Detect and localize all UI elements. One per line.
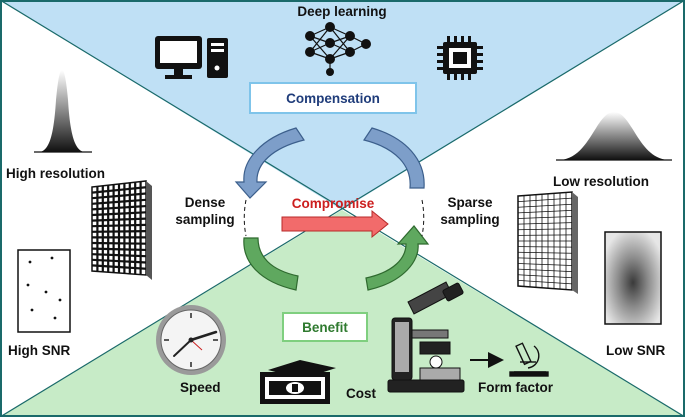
desktop-computer-icon <box>155 36 228 79</box>
dense-grid-line <box>91 247 147 252</box>
benefit-arrow-right <box>365 225 430 291</box>
dense-grid-line <box>91 241 147 245</box>
sparse-grid-line <box>517 234 573 236</box>
sparse-grid-line <box>517 203 573 208</box>
compromise-arrow <box>281 209 389 239</box>
compensation-arrow-right <box>363 127 425 189</box>
sparse-grid-line <box>517 246 573 248</box>
sparse-grid-line <box>517 268 573 273</box>
sparse-grid-line <box>517 197 573 203</box>
sparse-grid-line <box>517 257 573 260</box>
compromise-label: Compromise <box>292 196 375 211</box>
low-snr-label: Low SNR <box>606 343 665 358</box>
dense-grid-line <box>91 253 147 258</box>
sparse-sampling-label-line2: sampling <box>440 212 499 227</box>
microscope-icon <box>387 281 465 393</box>
benefit-box <box>282 312 368 342</box>
dense-grid-line <box>91 264 147 270</box>
compensation-box <box>249 82 417 114</box>
cost-label: Cost <box>346 386 377 401</box>
dense-sampling-label-line2: sampling <box>175 212 234 227</box>
dense-grid-line <box>91 223 147 228</box>
low-resolution-label: Low resolution <box>553 174 649 189</box>
small-microscope-icon <box>509 342 549 377</box>
sparse-grid-line <box>517 222 573 225</box>
dense-grid-line <box>91 204 147 211</box>
sparse-grid-line <box>517 279 573 285</box>
sparse-dot <box>50 256 54 260</box>
dashed-link-right <box>421 199 425 237</box>
noisy-image-icon <box>604 231 662 325</box>
benefit-label: Benefit <box>302 320 348 335</box>
dense-grid-line <box>91 258 147 264</box>
dense-grid-line <box>91 198 147 205</box>
dense-grid-line <box>91 192 147 200</box>
sparse-dot <box>44 290 48 294</box>
compensation-arrow-left <box>234 127 305 199</box>
speed-label: Speed <box>180 380 221 395</box>
sparse-grid-line <box>517 228 573 231</box>
dense-grid-line <box>91 230 147 233</box>
sparse-grid-icon <box>517 191 578 294</box>
dashed-link-left <box>243 199 247 237</box>
sparse-dot <box>53 316 57 320</box>
sparse-grid-line <box>517 274 573 279</box>
dense-grid-icon <box>91 180 152 280</box>
dense-sampling-label-line1: Dense <box>185 195 226 210</box>
sparse-dot <box>28 260 32 264</box>
sparse-sampling-label-line1: Sparse <box>447 195 493 210</box>
high-resolution-label: High resolution <box>6 166 105 181</box>
sparse-dot <box>58 298 62 302</box>
clock-icon <box>156 305 226 375</box>
benefit-arrow-left <box>243 237 299 291</box>
microchip-icon <box>437 36 483 80</box>
money-icon <box>260 360 336 404</box>
sparse-dot <box>26 283 30 287</box>
wide-peak-icon <box>556 112 672 161</box>
form-factor-label: Form factor <box>478 380 554 395</box>
narrow-peak-icon <box>34 70 92 153</box>
high-snr-label: High SNR <box>8 343 70 358</box>
dense-grid-line <box>91 211 147 217</box>
sparse-grid-line <box>517 263 573 266</box>
sparse-grid-line <box>517 216 573 219</box>
sparse-dots-icon <box>17 249 71 333</box>
sparse-dot <box>30 308 34 312</box>
sparse-grid-line <box>517 209 573 214</box>
neural-network-icon <box>305 22 371 76</box>
compensation-label: Compensation <box>286 91 380 106</box>
sparse-grid-line <box>517 251 573 254</box>
dense-grid-line <box>91 186 147 194</box>
dense-grid-line <box>91 217 147 222</box>
deep-learning-label: Deep learning <box>297 4 386 19</box>
